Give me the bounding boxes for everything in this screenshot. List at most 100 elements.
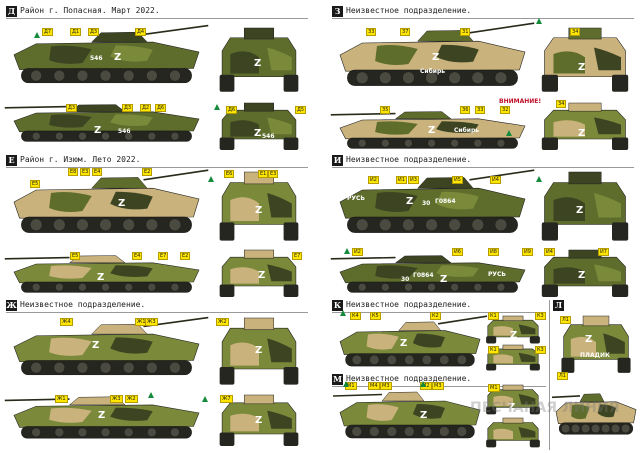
marking-text: 30 — [401, 276, 410, 283]
marking-text: Z — [258, 270, 266, 281]
marking-tag: Е3 — [268, 170, 279, 178]
camo-patch — [267, 193, 292, 218]
road-wheel — [473, 283, 483, 292]
vehicle-turret — [243, 394, 275, 405]
section-title-i: Неизвестное подразделение. — [346, 155, 472, 164]
marking-tag: Ж1 — [55, 395, 68, 403]
camo-patch — [49, 407, 92, 423]
camo-patch — [594, 47, 621, 71]
marker-triangle-icon — [536, 176, 542, 182]
camo-patch — [594, 264, 621, 282]
marking-text: Г0864 — [435, 198, 456, 205]
marking-tag: Е2 — [180, 252, 191, 260]
vehicle-turret — [568, 27, 602, 40]
vehicle-track — [541, 74, 558, 92]
marking-tag: З6 — [460, 106, 471, 114]
marking-tag: М1 — [488, 384, 500, 392]
camo-patch — [493, 428, 513, 439]
vehicle-turret — [582, 315, 610, 327]
road-wheel — [620, 423, 631, 434]
marker-triangle-icon — [34, 32, 40, 38]
section-badge-zh: Ж — [6, 300, 17, 311]
marking-tag: И6 — [452, 248, 463, 256]
vehicle-track — [283, 222, 299, 241]
camo-patch — [110, 337, 153, 354]
road-wheel — [379, 218, 392, 232]
vehicle-barrel — [330, 256, 396, 260]
camo-patch — [518, 427, 536, 438]
vehicle-barrel — [437, 315, 488, 325]
marking-text: Z — [255, 345, 263, 356]
vehicle-track — [219, 74, 235, 92]
vehicle-track — [283, 137, 299, 151]
camo-patch — [267, 264, 292, 282]
marking-text: Z — [94, 125, 102, 136]
vehicle-track — [283, 284, 299, 298]
vehicle-barrel — [143, 24, 209, 36]
vehicle-track — [612, 137, 629, 151]
marking-tag: Ж4 — [60, 318, 73, 326]
marking-tag: И4 — [490, 176, 501, 184]
divider — [6, 312, 308, 313]
road-wheel — [123, 427, 134, 438]
marking-tag: Е1 — [258, 170, 269, 178]
road-wheel — [473, 138, 483, 148]
marking-text: 546 — [90, 55, 103, 62]
road-wheel — [494, 218, 508, 232]
marking-tag: К1 — [488, 312, 499, 320]
road-wheel — [425, 71, 438, 85]
marker-triangle-icon — [148, 392, 154, 398]
camo-patch — [110, 191, 153, 210]
marking-tag: З5 — [380, 106, 391, 114]
camo-patch — [553, 197, 585, 221]
camo-patch — [412, 404, 445, 419]
marking-tag: И3 — [408, 176, 419, 184]
marking-text: Z — [114, 52, 122, 63]
camo-patch — [230, 342, 259, 366]
vehicle-track — [486, 439, 497, 448]
vehicle-turret — [502, 384, 524, 391]
camo-patch — [436, 191, 479, 210]
camo-patch — [230, 267, 259, 284]
section-title-d: Район г. Попасная. Март 2022. — [20, 6, 160, 15]
road-wheel — [425, 218, 438, 232]
camo-patch — [553, 51, 585, 74]
vehicle-barrel — [143, 169, 209, 181]
road-wheel — [404, 283, 413, 292]
road-wheel — [471, 218, 485, 232]
marking-tag: И2 — [368, 176, 379, 184]
marker-triangle-icon — [202, 396, 208, 402]
road-wheel — [381, 138, 390, 148]
vehicle-hull — [13, 187, 200, 219]
marking-tag: Е7 — [158, 252, 169, 260]
road-wheel — [448, 71, 461, 85]
road-wheel — [404, 426, 415, 437]
road-wheel — [450, 283, 459, 292]
camo-patch — [49, 192, 92, 212]
road-wheel — [31, 427, 41, 438]
road-wheel — [169, 69, 181, 82]
vehicle-track — [219, 366, 235, 385]
camo-patch — [375, 265, 418, 279]
vehicle-turret — [568, 102, 602, 112]
marking-text: Z — [578, 62, 586, 73]
marking-text: Z — [440, 274, 448, 285]
section-badge-e: Е — [6, 155, 17, 166]
road-wheel — [379, 71, 392, 85]
marking-text: 546 — [118, 128, 131, 135]
camo-patch — [49, 45, 92, 64]
road-wheel — [439, 426, 450, 437]
vehicle-turret — [243, 249, 275, 259]
road-wheel — [147, 131, 157, 141]
vehicle-turret — [502, 315, 524, 322]
road-wheel — [168, 218, 182, 232]
vehicle-barrel — [4, 105, 70, 109]
vehicle-track — [612, 74, 629, 92]
marking-tag: Л1 — [557, 372, 568, 380]
camo-patch — [49, 114, 92, 128]
marking-text: РУСЬ — [347, 195, 365, 202]
marker-triangle-icon — [506, 130, 512, 136]
marking-tag: И8 — [488, 248, 499, 256]
vehicle-turret — [394, 255, 452, 264]
camo-patch — [436, 265, 479, 277]
